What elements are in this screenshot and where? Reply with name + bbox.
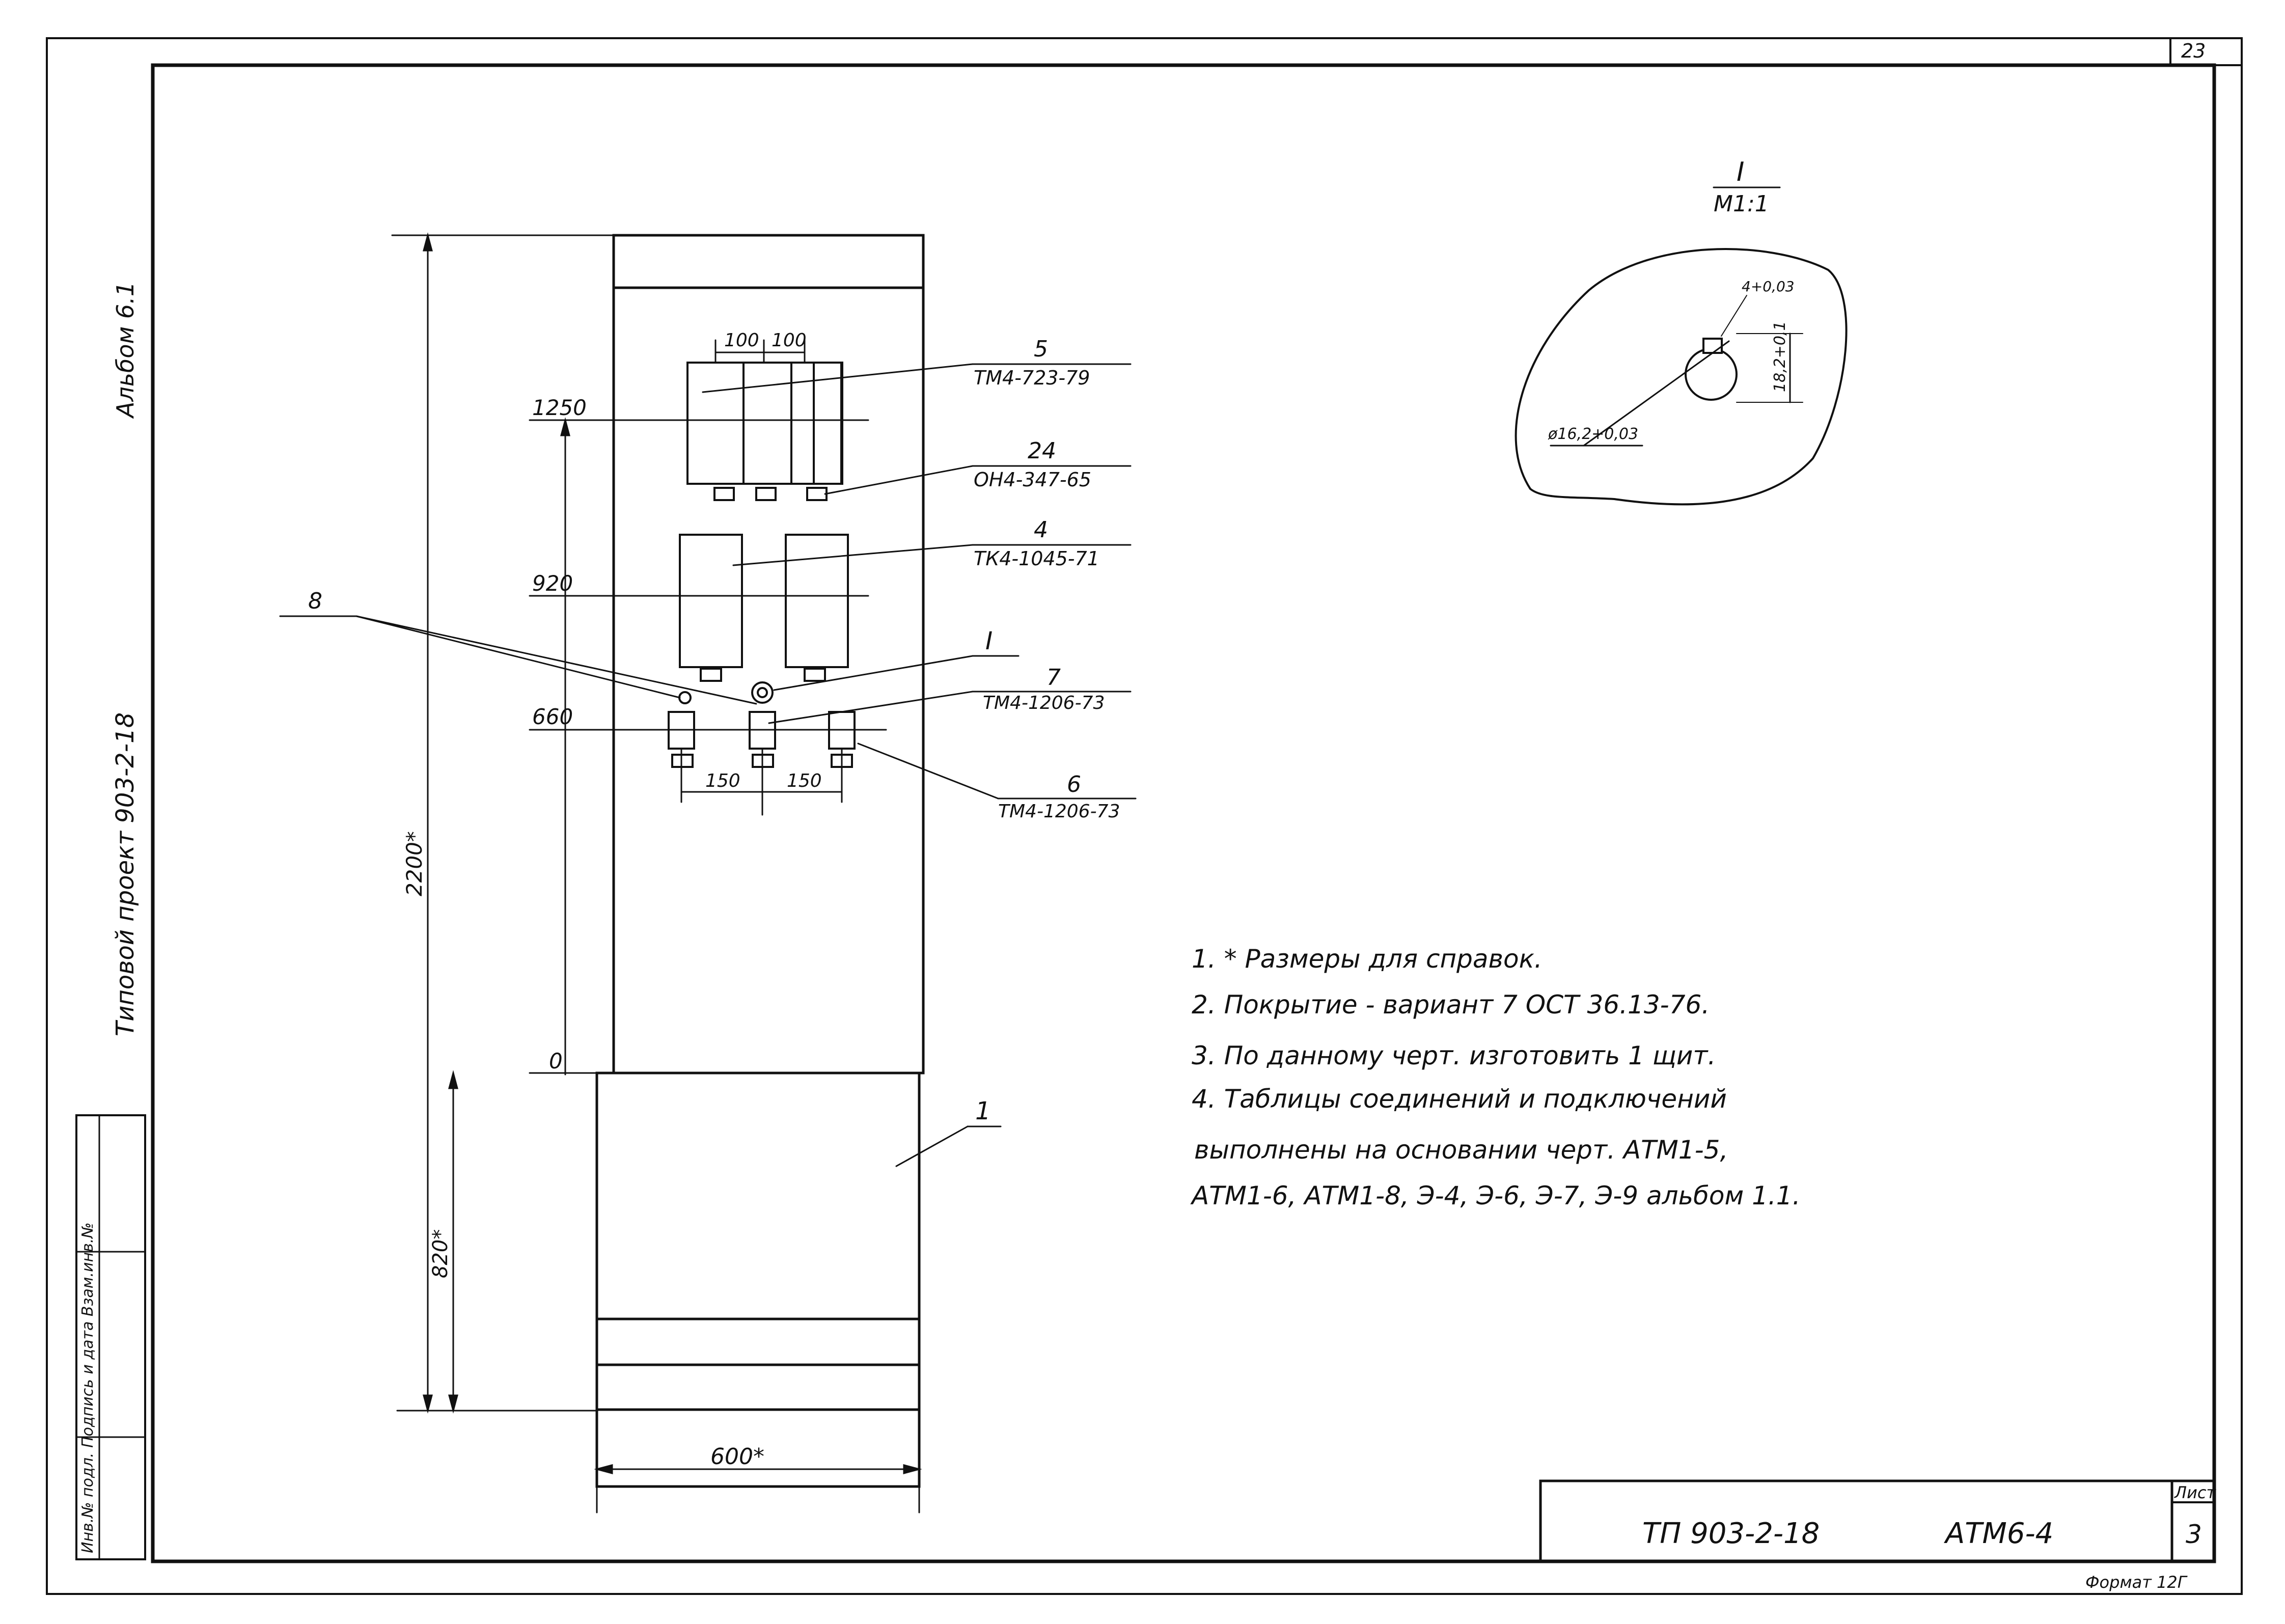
note-2: 2. Покрытие - вариант 7 ОСТ 36.13-76. (1192, 990, 1710, 1020)
sheet-frame (46, 37, 2243, 1595)
detail-view (1515, 186, 1848, 506)
device-group-pos4 (529, 534, 869, 682)
callout-ref-7: ТМ4-1206-73 (983, 693, 1105, 713)
top-dim-right: 100 (772, 330, 807, 351)
device-group-pos6 (529, 681, 887, 816)
title-code: ТП 903-2-18 (1642, 1517, 1820, 1550)
sheet-label: Лист (2174, 1483, 2216, 1502)
callout-ref-24: ОН4-347-65 (974, 469, 1091, 491)
callout-pos-7: 7 (1047, 665, 1061, 691)
note-3: 3. По данному черт. изготовить 1 щит. (1192, 1041, 1716, 1070)
callout-pos-5: 5 (1034, 336, 1048, 362)
height-base-dim: 820* (429, 1229, 452, 1278)
title-drawing: АТМ6-4 (1944, 1517, 2053, 1550)
project-label: Типовой проект 903-2-18 (111, 712, 140, 1036)
callout-pos-4: 4 (1034, 517, 1048, 543)
note-4-cont-2: АТМ1-6, АТМ1-8, Э-4, Э-6, Э-7, Э-9 альбо… (1190, 1181, 1801, 1210)
level-0: 0 (549, 1049, 563, 1074)
level-dimension (529, 417, 598, 1076)
level-920: 920 (532, 571, 573, 596)
detail-mark: I (1737, 157, 1744, 187)
detail-width-dim: 4+0,03 (1742, 278, 1795, 295)
sheet-number-top: 23 (2181, 40, 2206, 62)
cabinet-outline (595, 234, 925, 1488)
callout-i-mark: I (985, 627, 993, 655)
callout-pos-1: 1 (975, 1097, 991, 1125)
width-dim: 600* (710, 1444, 764, 1470)
title-block (1539, 1479, 2216, 1563)
height-dimensions (391, 232, 615, 1414)
sheet-number: 3 (2186, 1520, 2202, 1549)
height-total-dim: 2200* (402, 831, 427, 896)
format-label: Формат 12Г (2085, 1573, 2188, 1592)
callout-pos-8: 8 (308, 588, 322, 614)
level-1250: 1250 (532, 395, 587, 420)
leader-lines (279, 363, 1137, 1167)
note-1: 1. * Размеры для справок. (1192, 944, 1543, 974)
detail-scale: М1:1 (1714, 191, 1769, 217)
callout-pos-6: 6 (1067, 772, 1081, 797)
bottom-dim-left: 150 (705, 770, 740, 791)
note-4: 4. Таблицы соединений и подключений (1192, 1084, 1727, 1114)
binding-stamp (75, 1114, 146, 1560)
detail-height-dim: 18,2+0,1 (1771, 321, 1789, 392)
binding-stamp-label: Инв.№ подл. Подпись и дата Взам.инв.№ (79, 1222, 97, 1553)
width-dimension (594, 1464, 922, 1513)
level-660: 660 (532, 704, 573, 729)
callout-ref-4: ТК4-1045-71 (974, 547, 1099, 570)
album-label: Альбом 6.1 (112, 282, 139, 419)
detail-hole-dim: ø16,2+0,03 (1548, 425, 1638, 443)
bottom-dim-right: 150 (787, 770, 822, 791)
callout-ref-5: ТМ4-723-79 (974, 367, 1090, 389)
callout-ref-6: ТМ4-1206-73 (998, 801, 1120, 822)
device-group-pos5 (529, 339, 869, 501)
top-dim-left: 100 (724, 330, 759, 351)
note-4-cont-1: выполнены на основании черт. АТМ1-5, (1194, 1135, 1728, 1165)
callout-pos-24: 24 (1028, 438, 1056, 464)
